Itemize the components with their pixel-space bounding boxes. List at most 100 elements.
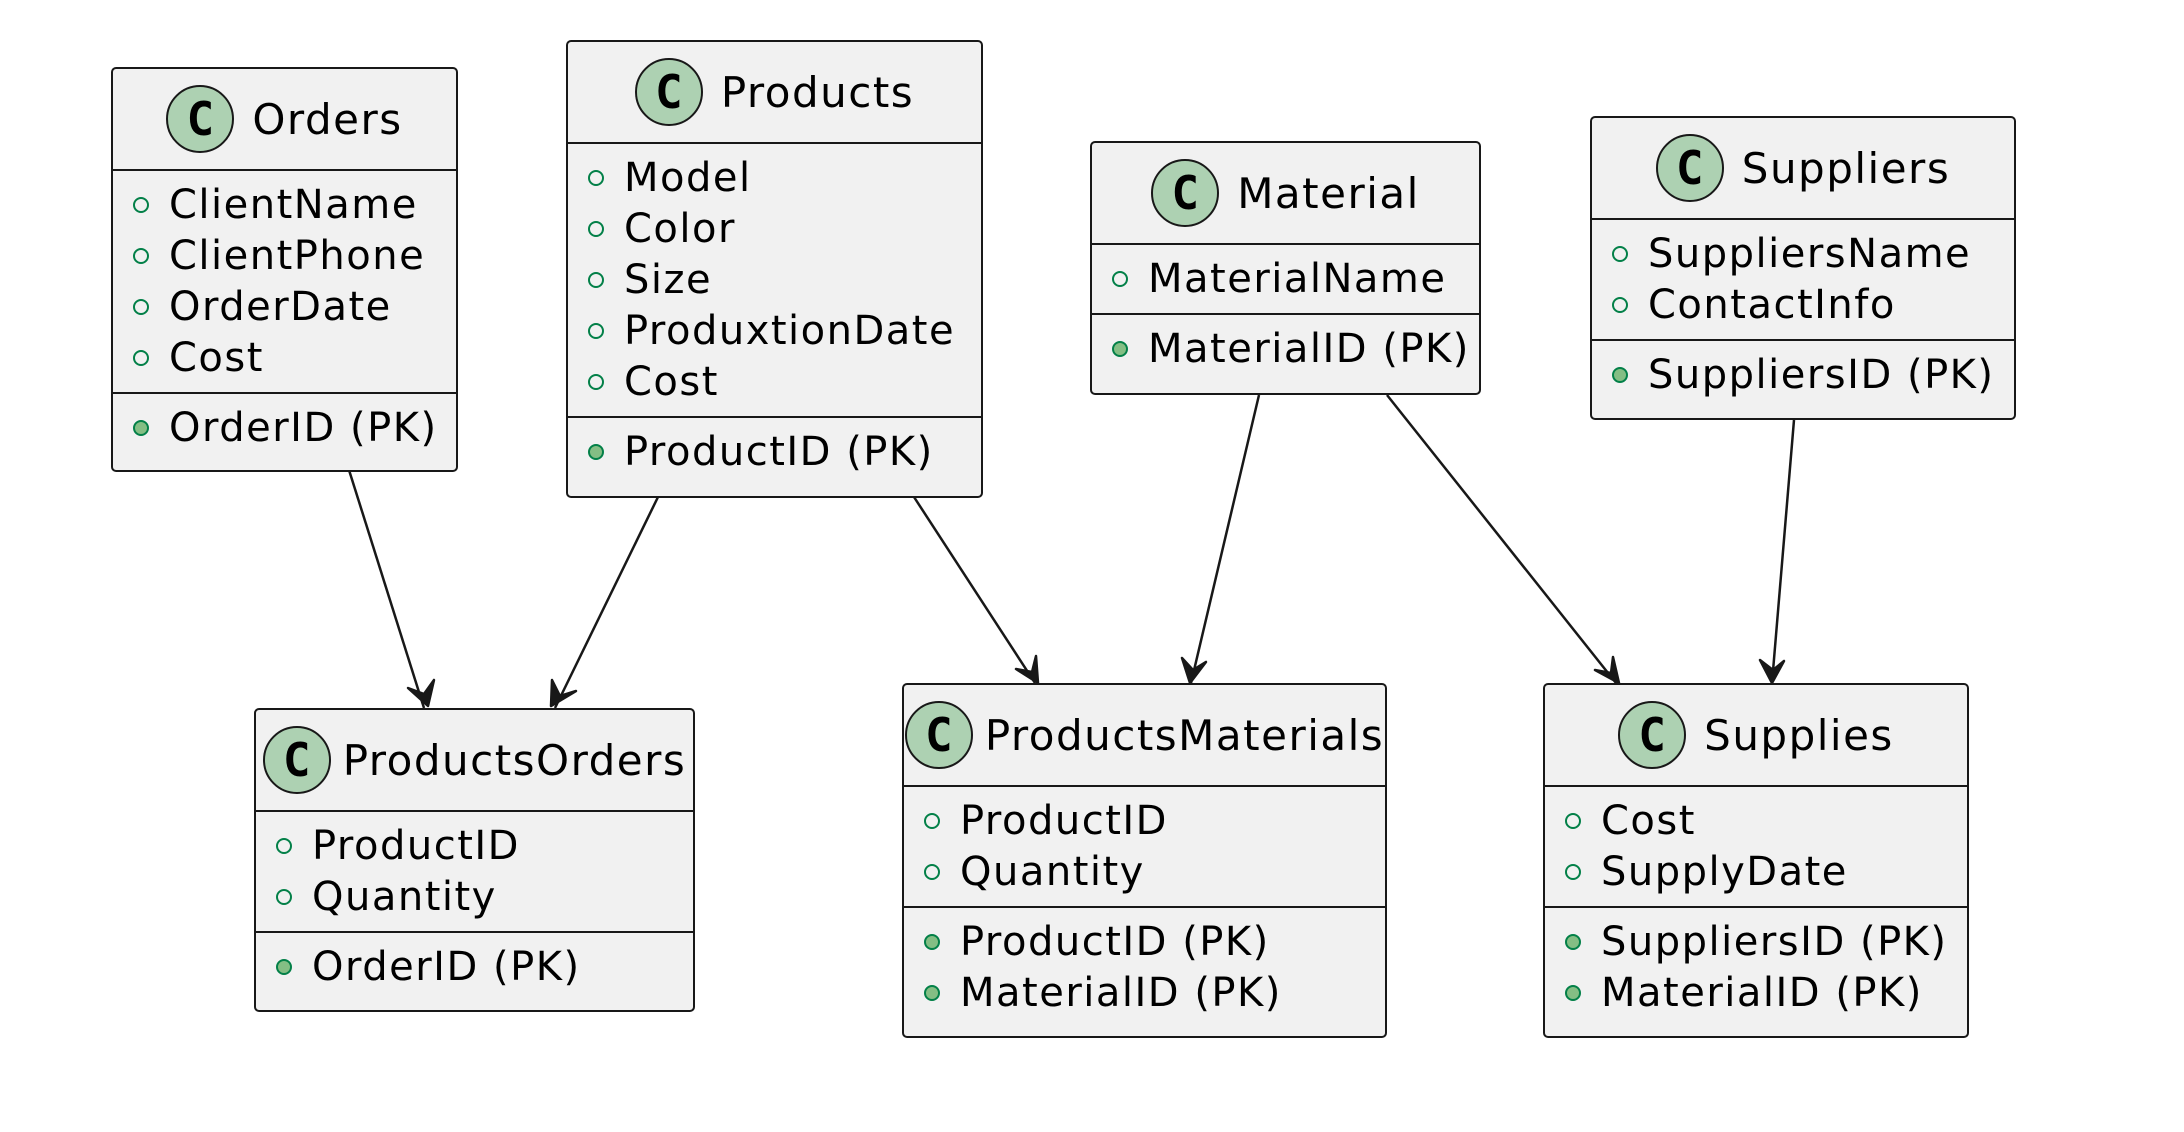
field-name: Cost — [1601, 797, 1696, 844]
key-field-icon — [1112, 340, 1128, 357]
arrowhead-supplies-right — [1758, 658, 1786, 685]
key-name: SuppliersID (PK) — [1601, 918, 1948, 965]
keys-section: OrderID (PK) — [113, 394, 456, 462]
key-field-icon — [133, 419, 149, 436]
arrowhead-supplies-left — [1593, 655, 1621, 685]
public-field-icon — [588, 169, 604, 186]
field-name: ProductID — [960, 797, 1168, 844]
class-productsmaterials[interactable]: C ProductsMaterials ProductID Quantity P… — [902, 683, 1387, 1038]
key-name: SuppliersID (PK) — [1648, 351, 1995, 398]
key-name: MaterialID (PK) — [1601, 969, 1923, 1016]
class-supplies[interactable]: C Supplies Cost SupplyDate SuppliersID (… — [1543, 683, 1969, 1038]
field-name: Quantity — [312, 873, 497, 920]
field: Quantity — [256, 871, 693, 922]
fields-section: ClientName ClientPhone OrderDate Cost — [113, 171, 456, 394]
field: ProductID — [256, 820, 693, 871]
class-name: Suppliers — [1741, 143, 1951, 193]
fields-section: MaterialName — [1092, 245, 1479, 315]
key-field: MaterialID (PK) — [1092, 323, 1479, 374]
field: Cost — [568, 356, 981, 407]
keys-section: SuppliersID (PK) — [1592, 341, 2014, 409]
key-field-icon — [1565, 933, 1581, 950]
field: OrderDate — [113, 281, 456, 332]
class-orders[interactable]: C Orders ClientName ClientPhone OrderDat… — [111, 67, 458, 472]
public-field-icon — [588, 373, 604, 390]
field: MaterialName — [1092, 253, 1479, 304]
public-field-icon — [924, 863, 940, 880]
public-field-icon — [588, 220, 604, 237]
arrowhead-productsorders-left — [406, 678, 436, 708]
arrow-products-to-productsmaterials — [912, 496, 1037, 684]
class-icon: C — [166, 85, 235, 153]
public-field-icon — [1565, 863, 1581, 880]
key-name: OrderID (PK) — [312, 943, 581, 990]
key-field: SuppliersID (PK) — [1545, 916, 1967, 967]
class-suppliers[interactable]: C Suppliers SuppliersName ContactInfo Su… — [1590, 116, 2016, 420]
key-field-icon — [924, 984, 940, 1001]
key-name: ProductID (PK) — [960, 918, 1270, 965]
key-name: OrderID (PK) — [169, 404, 438, 451]
public-field-icon — [1565, 812, 1581, 829]
class-icon: C — [634, 58, 703, 126]
public-field-icon — [133, 349, 149, 366]
field: ProduxtionDate — [568, 305, 981, 356]
field: ClientPhone — [113, 230, 456, 281]
fields-section: Model Color Size ProduxtionDate Cost — [568, 144, 981, 418]
field: ProductID — [904, 795, 1385, 846]
key-field-icon — [1612, 366, 1628, 383]
class-material[interactable]: C Material MaterialName MaterialID (PK) — [1090, 141, 1481, 395]
class-name: Products — [720, 67, 915, 117]
class-header: C Orders — [113, 69, 456, 171]
class-name: ProductsOrders — [342, 735, 687, 785]
class-header: C ProductsOrders — [256, 710, 693, 812]
field: Quantity — [904, 846, 1385, 897]
keys-section: ProductID (PK) — [568, 418, 981, 486]
key-field: MaterialID (PK) — [1545, 967, 1967, 1018]
field: Size — [568, 254, 981, 305]
public-field-icon — [1612, 245, 1628, 262]
field-name: SupplyDate — [1601, 848, 1848, 895]
field-name: Size — [624, 256, 713, 303]
public-field-icon — [276, 837, 292, 854]
field-name: ProductID — [312, 822, 520, 869]
fields-section: ProductID Quantity — [256, 812, 693, 933]
class-header: C Products — [568, 42, 981, 144]
key-field-icon — [924, 933, 940, 950]
class-products[interactable]: C Products Model Color Size ProduxtionDa… — [566, 40, 983, 498]
field: ClientName — [113, 179, 456, 230]
fields-section: SuppliersName ContactInfo — [1592, 220, 2014, 341]
field: SupplyDate — [1545, 846, 1967, 897]
class-productsorders[interactable]: C ProductsOrders ProductID Quantity Orde… — [254, 708, 695, 1012]
field: SuppliersName — [1592, 228, 2014, 279]
arrow-products-to-productsorders — [553, 496, 660, 709]
arrow-material-to-productsmaterials — [1189, 394, 1261, 684]
class-header: C Suppliers — [1592, 118, 2014, 220]
arrow-orders-to-productsorders — [347, 469, 426, 709]
keys-section: ProductID (PK) MaterialID (PK) — [904, 908, 1385, 1027]
arrowhead-productsmaterials-left — [1014, 654, 1040, 685]
public-field-icon — [133, 196, 149, 213]
field-name: MaterialName — [1148, 255, 1447, 302]
key-field-icon — [588, 443, 604, 460]
class-name: Orders — [252, 94, 403, 144]
public-field-icon — [588, 322, 604, 339]
fields-section: ProductID Quantity — [904, 787, 1385, 908]
key-name: ProductID (PK) — [624, 428, 934, 475]
class-icon: C — [262, 726, 331, 794]
keys-section: MaterialID (PK) — [1092, 315, 1479, 383]
key-name: MaterialID (PK) — [1148, 325, 1470, 372]
field-name: SuppliersName — [1648, 230, 1972, 277]
keys-section: SuppliersID (PK) MaterialID (PK) — [1545, 908, 1967, 1027]
field-name: Cost — [624, 358, 719, 405]
class-icon: C — [904, 701, 973, 769]
key-field-icon — [1565, 984, 1581, 1001]
key-field-icon — [276, 958, 292, 975]
public-field-icon — [1612, 296, 1628, 313]
key-field: OrderID (PK) — [113, 402, 456, 453]
field-name: Model — [624, 154, 752, 201]
public-field-icon — [924, 812, 940, 829]
public-field-icon — [588, 271, 604, 288]
key-field: OrderID (PK) — [256, 941, 693, 992]
keys-section: OrderID (PK) — [256, 933, 693, 1001]
